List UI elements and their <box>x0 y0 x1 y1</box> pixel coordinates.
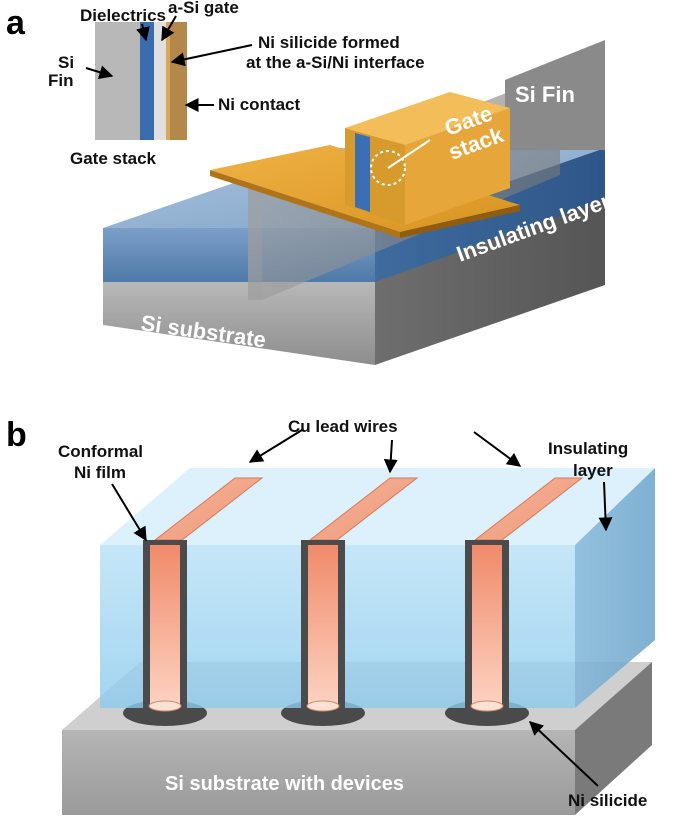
conformal-ni-arrow <box>111 483 147 542</box>
pillar-1-base <box>148 700 182 712</box>
inset-asi-gate <box>154 22 168 140</box>
cu-lead-arrow-1 <box>248 429 303 463</box>
panel-a: a <box>6 0 614 365</box>
cu-lead-arrow-2 <box>383 439 398 474</box>
pillar-2-cu-core <box>308 545 338 707</box>
conformal-label-1: Conformal <box>58 442 143 461</box>
substrate-right-face <box>375 200 605 365</box>
inset-si-label: Si <box>58 53 74 72</box>
ni-silicide-arrow <box>528 721 599 787</box>
insulating-b-arrow <box>598 481 613 532</box>
gate-top <box>345 92 510 145</box>
cu-lead-wires-label: Cu lead wires <box>288 417 398 436</box>
ni-contact-label: Ni contact <box>218 95 301 114</box>
fin-back-protrusion <box>505 40 605 150</box>
si-fin-label: Si Fin <box>515 82 575 107</box>
gate-side-wall <box>405 108 510 225</box>
inset-si-fin-arrow <box>85 65 114 79</box>
pillar-3 <box>465 540 509 712</box>
gate-callout-line <box>387 139 431 169</box>
asi-gate-label: a-Si gate <box>168 0 239 17</box>
inset-ni-silicide <box>166 22 170 140</box>
gate-stack-caption: Gate stack <box>70 149 157 168</box>
si-substrate-block <box>103 200 605 365</box>
panel-b-letter: b <box>6 416 27 454</box>
ni-silicide-label-1: Ni silicide formed <box>258 33 400 52</box>
gate-base-right-edge <box>400 205 520 238</box>
gate-stack-inset: Dielectrics a-Si gate Si Fin Ni silicide… <box>48 0 425 168</box>
dielectrics-label: Dielectrics <box>80 6 166 25</box>
inset-fin-label: Fin <box>48 71 74 90</box>
pillar-2 <box>301 540 345 712</box>
pillar-1 <box>143 540 187 712</box>
pillar-3-cu-core <box>472 545 502 707</box>
substrate-b-right <box>575 662 652 815</box>
pillar-3-base <box>470 700 504 712</box>
inset-ni-contact <box>168 22 187 140</box>
inset-dielectric <box>140 22 154 140</box>
insulating-b-label-2: layer <box>573 461 613 480</box>
gate-highlight-circle <box>370 150 406 186</box>
cu-lead-arrow-3 <box>473 431 522 467</box>
pillar-2-base <box>306 700 340 712</box>
substrate-b-front <box>62 730 575 815</box>
ni-silicide-label: Ni silicide <box>568 791 647 810</box>
pillar-1-cu-core <box>150 545 180 707</box>
ni-silicide-label-2: at the a-Si/Ni interface <box>246 53 425 72</box>
ni-silicide-arrow <box>170 44 253 67</box>
gate-dielectric-strip <box>355 133 370 212</box>
substrate-front-face <box>103 280 375 365</box>
gate-stack-3d <box>210 92 520 238</box>
insulating-b-right <box>575 468 655 708</box>
gate-base-edge <box>210 170 400 238</box>
asi-gate-arrow <box>161 15 177 42</box>
fin-front-edge <box>248 188 262 300</box>
dielectrics-arrow <box>136 23 150 42</box>
conformal-label-2: Ni film <box>74 463 126 482</box>
si-substrate-devices-label: Si substrate with devices <box>165 773 404 795</box>
panel-a-letter: a <box>6 4 26 42</box>
insulating-b-label-1: Insulating <box>548 439 628 458</box>
panel-b: b <box>6 416 655 815</box>
